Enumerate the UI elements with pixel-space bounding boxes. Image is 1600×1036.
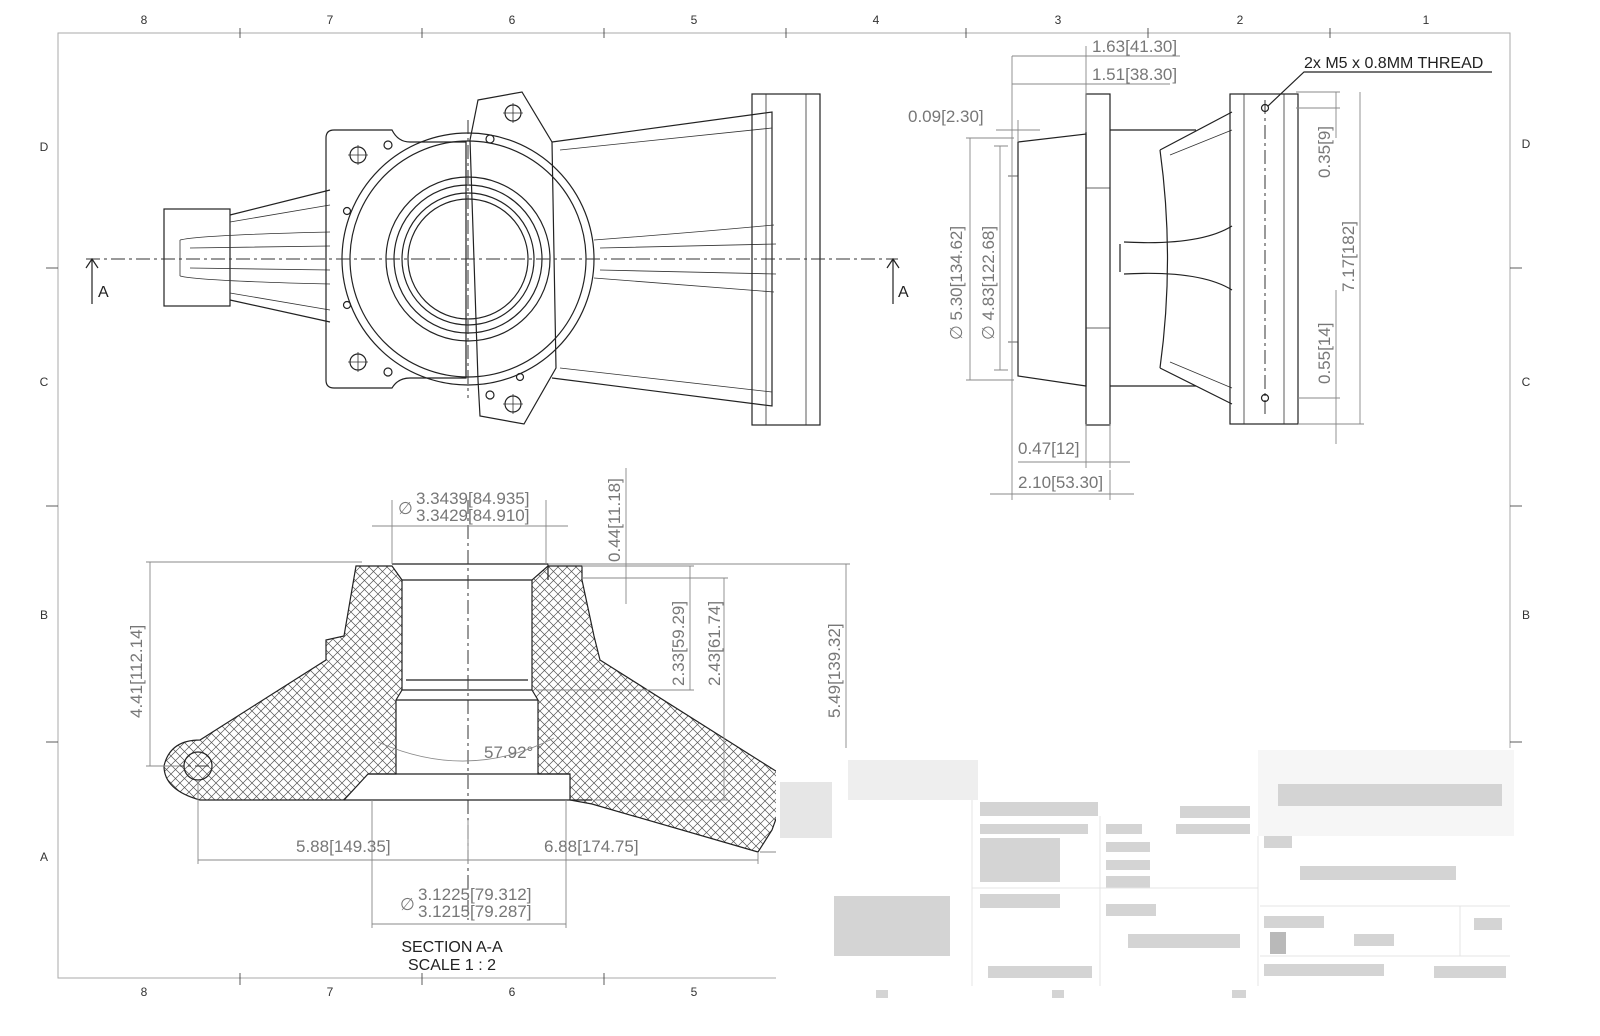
dim-overall-length: 2.10[53.30] (1018, 473, 1103, 492)
dim-depth-1: 2.33[59.29] (669, 601, 688, 686)
zone-row-c-right: C (1522, 375, 1531, 389)
dim-flange-face: 1.51[38.30] (1092, 65, 1177, 84)
dim-bore-max: 3.3439[84.935] (416, 489, 529, 508)
dim-angle: 57.92° (484, 743, 533, 762)
zone-row-b-right: B (1522, 608, 1530, 622)
dim-bottom-hole: 0.55[14] (1315, 323, 1334, 384)
section-marker-right: A (898, 284, 909, 301)
zone-row-d-right: D (1522, 137, 1531, 151)
section-view: ∅ 3.3439[84.935] 3.3429[84.910] 0.44[11.… (127, 468, 850, 974)
zone-bottom-col-6: 6 (509, 985, 516, 999)
dim-reach-right: 6.88[174.75] (544, 837, 639, 856)
zone-col-3: 3 (1055, 13, 1062, 27)
zone-bottom-col-5: 5 (691, 985, 698, 999)
dim-outer-diameter: ∅ 5.30[134.62] (947, 226, 966, 340)
zone-col-2: 2 (1237, 13, 1244, 27)
dim-bar-height: 7.17[182] (1339, 221, 1358, 292)
thread-callout: 2x M5 x 0.8MM THREAD (1304, 55, 1483, 72)
zone-labels: 8 7 6 5 4 3 2 1 8 7 6 5 D C B A D C B (40, 13, 1531, 999)
dim-flange-depth: 1.63[41.30] (1092, 37, 1177, 56)
zone-row-a-left: A (40, 850, 48, 864)
zone-col-5: 5 (691, 13, 698, 27)
section-title: SECTION A-A (401, 939, 503, 956)
zone-bottom-col-7: 7 (327, 985, 334, 999)
side-view: 2x M5 x 0.8MM THREAD 1.63[41.30] 1.51[38… (908, 37, 1492, 500)
dim-step: 0.44[11.18] (605, 478, 624, 562)
dim-reach-left: 5.88[149.35] (296, 837, 391, 856)
dim-pilot-symbol: ∅ (400, 895, 415, 914)
zone-col-4: 4 (873, 13, 880, 27)
dim-top-hole: 0.35[9] (1315, 126, 1334, 178)
dim-bore-symbol: ∅ (398, 499, 413, 518)
zone-col-8: 8 (141, 13, 148, 27)
dim-flange-thickness: 0.47[12] (1018, 439, 1079, 458)
dim-pilot-max: 3.1225[79.312] (418, 885, 531, 904)
zone-col-1: 1 (1423, 13, 1430, 27)
dim-height-right: 5.49[139.32] (825, 623, 844, 718)
dim-depth-2: 2.43[61.74] (705, 601, 724, 686)
zone-bottom-col-8: 8 (141, 985, 148, 999)
top-view: A A (85, 91, 909, 426)
section-scale: SCALE 1 : 2 (408, 957, 496, 974)
dim-lip: 0.09[2.30] (908, 107, 984, 126)
dim-pilot-min: 3.1215[79.287] (418, 902, 531, 921)
dim-inner-diameter: ∅ 4.83[122.68] (979, 226, 998, 340)
zone-row-d-left: D (40, 140, 49, 154)
zone-row-b-left: B (40, 608, 48, 622)
dim-height-left: 4.41[112.14] (127, 625, 146, 718)
dim-bore-min: 3.3429[84.910] (416, 506, 529, 525)
section-marker-left: A (98, 284, 109, 301)
title-block-redacted (776, 748, 1516, 998)
zone-col-6: 6 (509, 13, 516, 27)
zone-col-7: 7 (327, 13, 334, 27)
zone-row-c-left: C (40, 375, 49, 389)
